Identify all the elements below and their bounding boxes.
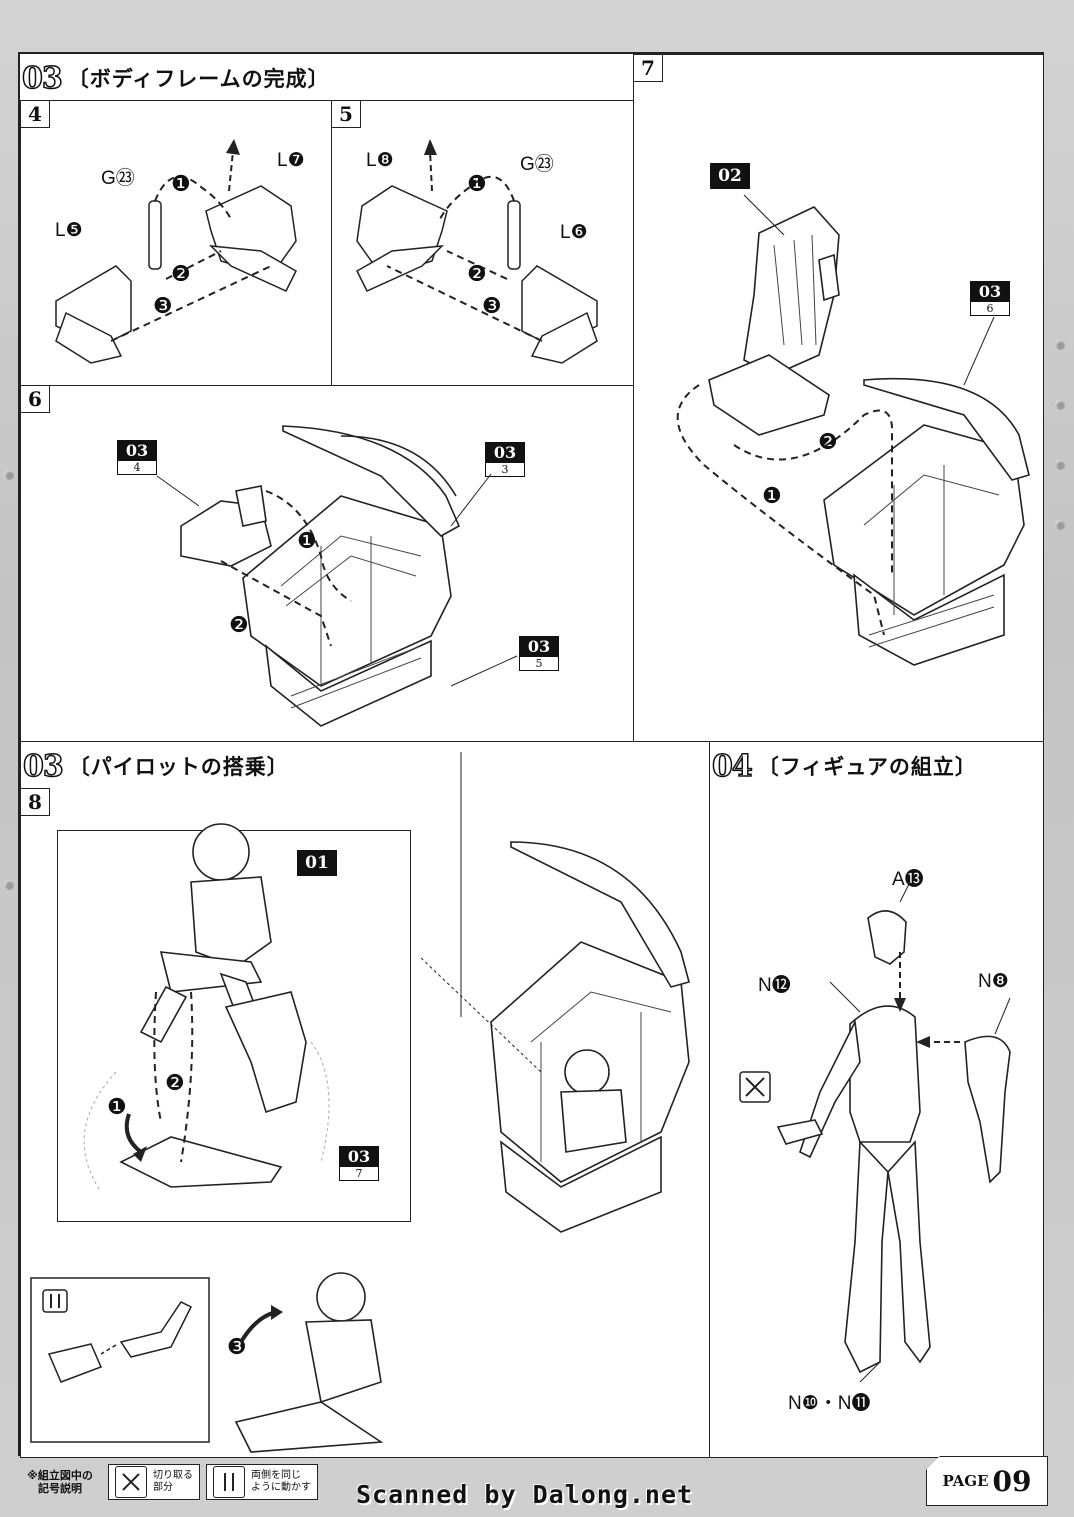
step6-cockpit-drawing: ❶ ❷ bbox=[21, 386, 635, 743]
page-number-box: PAGE 09 bbox=[926, 1456, 1048, 1506]
page-label: PAGE bbox=[942, 1472, 989, 1490]
part-label-g23: G㉓ bbox=[101, 168, 135, 189]
arrow-step-3: ❸ bbox=[153, 294, 173, 319]
bolt-icon bbox=[1055, 460, 1065, 470]
step-number: 5 bbox=[332, 101, 361, 128]
section-title: 〔パイロットの搭乗〕 bbox=[68, 755, 289, 779]
section-header-pilot: 03 〔パイロットの搭乗〕 bbox=[22, 746, 323, 786]
part-label-l6: L❻ bbox=[560, 222, 588, 243]
bolt-icon bbox=[1055, 340, 1065, 350]
section-title: 〔フィギュアの組立〕 bbox=[757, 755, 977, 779]
part-label-body: N❿・N⓫ bbox=[788, 1393, 871, 1414]
legend-title: ※組立図中の 記号説明 bbox=[27, 1469, 93, 1495]
part-label-head: A⓭ bbox=[892, 869, 924, 890]
page-number: 09 bbox=[992, 1464, 1032, 1498]
step-number: 6 bbox=[21, 386, 50, 413]
bolt-icon bbox=[4, 880, 14, 890]
arrow-step-2: ❷ bbox=[818, 430, 838, 455]
section-title: 〔ボディフレームの完成〕 bbox=[67, 67, 330, 91]
part-label-l5: L❺ bbox=[55, 220, 83, 241]
section-number: 04 bbox=[711, 748, 753, 785]
step-number: 4 bbox=[21, 101, 50, 128]
arrow-step-1: ❶ bbox=[467, 172, 487, 197]
arrow-step-1: ❶ bbox=[107, 1095, 127, 1120]
legend-item-mirror: 両側を同じ ように動かす bbox=[206, 1464, 318, 1500]
arrow-step-2: ❷ bbox=[171, 262, 191, 287]
instruction-sheet: 03 〔ボディフレームの完成〕 4 G㉓ L❼ L❺ ❶ bbox=[18, 52, 1044, 1458]
arrow-step-1: ❶ bbox=[297, 529, 317, 554]
bolt-icon bbox=[1055, 520, 1065, 530]
legend-text: 切り取る 部分 bbox=[153, 1470, 193, 1493]
step5-drawing: ❶ ❷ ❸ bbox=[332, 139, 635, 387]
part-label-l7: L❼ bbox=[277, 150, 305, 171]
part-label-g23: G㉓ bbox=[520, 154, 554, 175]
arrow-step-1: ❶ bbox=[171, 172, 191, 197]
mirror-icon bbox=[43, 1290, 67, 1312]
section-number: 03 bbox=[22, 748, 64, 785]
bolt-icon bbox=[4, 470, 14, 480]
section-header-body-frame: 03 〔ボディフレームの完成〕 bbox=[21, 58, 382, 98]
step4-drawing: ❶ ❷ ❸ bbox=[21, 139, 333, 387]
part-label-right-arm: N❽ bbox=[978, 971, 1009, 992]
part-label-left-arm: N⓬ bbox=[758, 975, 791, 996]
arrow-step-2: ❷ bbox=[165, 1071, 185, 1096]
scissors-icon bbox=[115, 1466, 147, 1498]
step-panel-5: 5 L❽ G㉓ L❻ ❶ ❷ ❸ bbox=[331, 100, 634, 386]
pilot-drawing: ❶ ❷ ❸ ❹ bbox=[21, 742, 711, 1459]
ref-tag-01: 01 bbox=[297, 850, 337, 876]
bolt-icon bbox=[1055, 400, 1065, 410]
step-number: 8 bbox=[21, 788, 50, 816]
figure-section-panel: 04 〔フィギュアの組立〕 A⓭ N⓬ N❽ N❿・N⓫ bbox=[709, 741, 1044, 1458]
arrow-step-1: ❶ bbox=[762, 484, 782, 509]
section-number: 03 bbox=[21, 60, 63, 97]
figure-drawing bbox=[710, 742, 1045, 1459]
legend-text: 両側を同じ ように動かす bbox=[251, 1470, 311, 1493]
ref-tag-02: 02 bbox=[710, 163, 750, 189]
step-panel-4: 4 G㉓ L❼ L❺ ❶ ❷ ❸ bbox=[20, 100, 332, 386]
mirror-icon bbox=[213, 1466, 245, 1498]
part-label-l8: L❽ bbox=[366, 150, 394, 171]
scan-watermark: Scanned by Dalong.net bbox=[356, 1480, 694, 1509]
step7-seat-cockpit-drawing: ❶ ❷ bbox=[634, 55, 1045, 743]
symbol-legend: ※組立図中の 記号説明 切り取る 部分 両側を同じ ように動かす bbox=[18, 1462, 318, 1502]
legend-item-cut: 切り取る 部分 bbox=[108, 1464, 200, 1500]
arrow-step-3: ❸ bbox=[482, 294, 502, 319]
section-header-figure: 04 〔フィギュアの組立〕 bbox=[711, 746, 1012, 786]
arrow-step-2: ❷ bbox=[229, 613, 249, 638]
arrow-step-2: ❷ bbox=[467, 262, 487, 287]
step-number: 7 bbox=[634, 55, 663, 82]
